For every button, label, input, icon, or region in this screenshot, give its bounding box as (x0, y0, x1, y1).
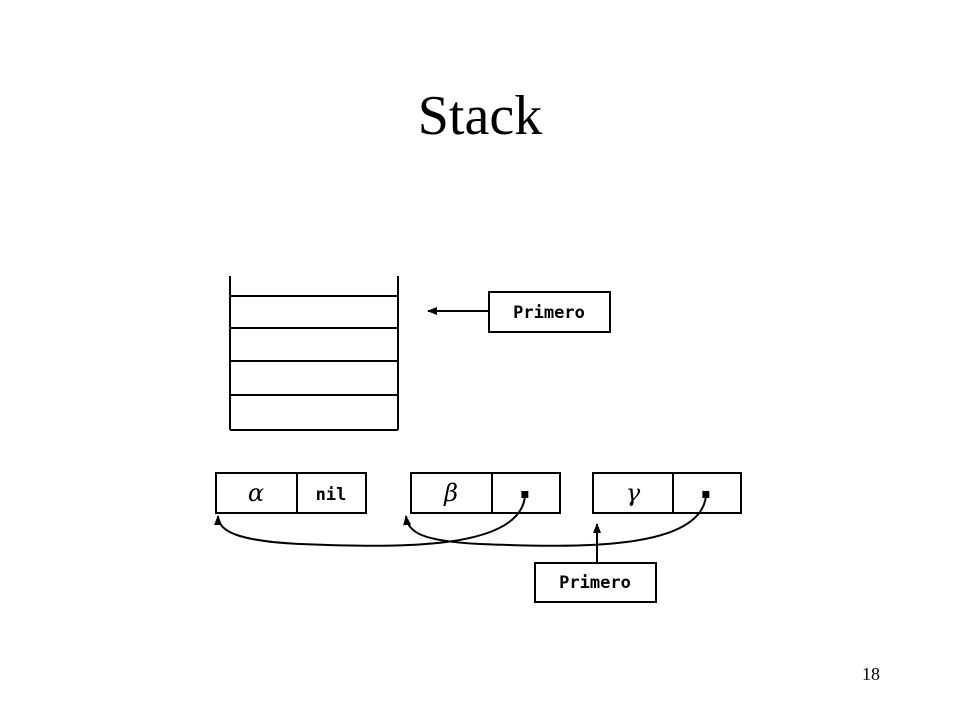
slide-title: Stack (417, 85, 543, 147)
array-stack (229, 276, 399, 431)
link-arrow-gamma-to-beta (403, 495, 707, 547)
node-next: ▪ (520, 486, 530, 502)
list-pointer-box (534, 562, 657, 603)
node-value: α (248, 479, 264, 507)
node-next: ▪ (701, 486, 711, 502)
list-pointer-label: Primero (559, 573, 631, 593)
array-pointer-box (488, 291, 611, 333)
page-number: 18 (862, 664, 880, 684)
list-node-gamma: γ ▪ (592, 472, 742, 514)
node-value: γ (626, 479, 641, 507)
node-value: β (443, 479, 458, 507)
array-pointer: Primero (427, 291, 611, 333)
node-next: nil (316, 485, 347, 505)
array-pointer-label: Primero (513, 303, 585, 323)
list-pointer: Primero (534, 523, 657, 603)
list-node-alpha: α nil (215, 472, 367, 514)
link-arrow-beta-to-alpha (214, 495, 526, 547)
list-node-beta: β ▪ (410, 472, 561, 514)
